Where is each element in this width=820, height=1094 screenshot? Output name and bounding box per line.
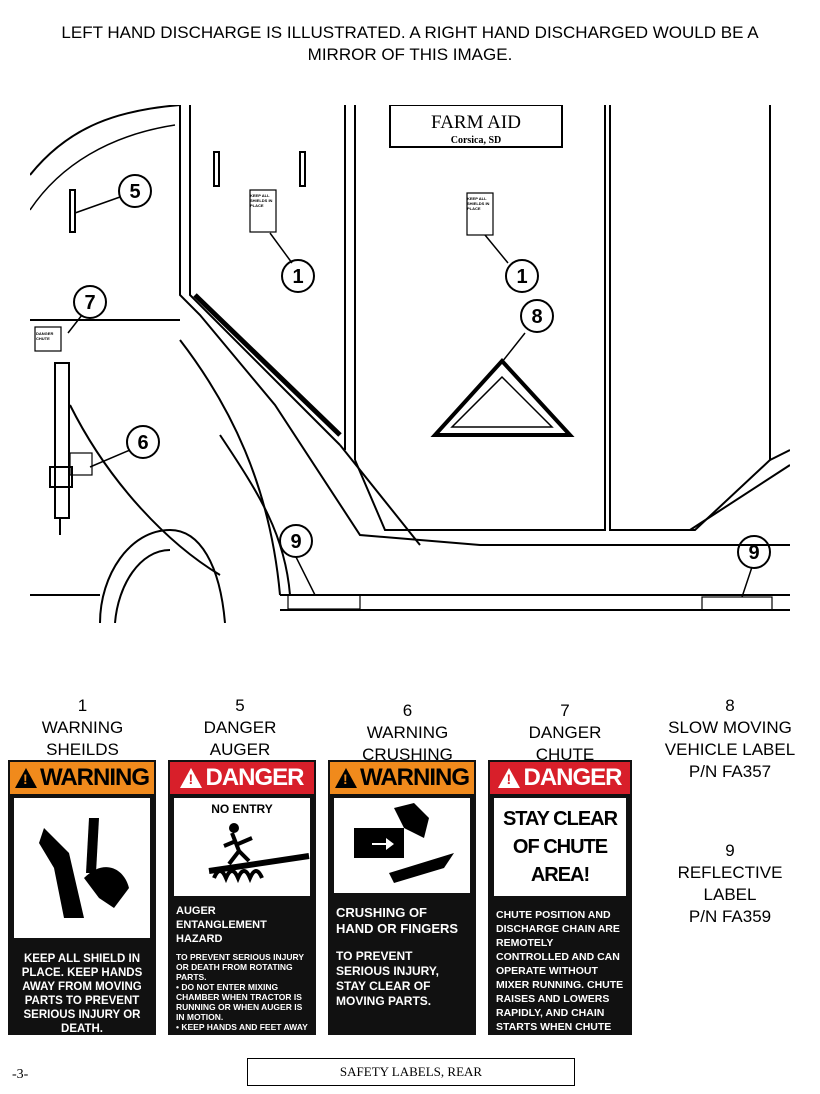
callout-7: 7 (84, 292, 95, 314)
card2-hazard: AUGER ENTANGLEMENT HAZARD (176, 905, 267, 945)
page-number: -3- (12, 1067, 29, 1082)
callout-1-right: 1 (516, 266, 527, 288)
crushing-hand-icon (354, 803, 454, 883)
card3-title: CRUSHING OF HAND OR FINGERS (336, 905, 459, 936)
card1-pictogram (14, 798, 150, 938)
card4-header: !DANGER (490, 762, 630, 794)
card3-pictogram (334, 798, 470, 893)
brand-name: FARM AID (431, 112, 521, 133)
card2-body: TO PREVENT SERIOUS INJURY OR DEATH FROM … (176, 952, 308, 1033)
chute-label-small: DANGER CHUTE (36, 331, 53, 341)
callout-5: 5 (129, 181, 140, 203)
shield-label-right: KEEP ALL SHIELDS IN PLACE (467, 196, 489, 211)
header-line-1: LEFT HAND DISCHARGE IS ILLUSTRATED. A RI… (61, 23, 759, 42)
shield-label-left: KEEP ALL SHIELDS IN PLACE (250, 193, 272, 208)
callout-8: 8 (531, 306, 542, 328)
alert-icon: ! (498, 768, 521, 788)
card4-text: CHUTE POSITION AND DISCHARGE CHAIN ARE R… (496, 909, 624, 1033)
alert-icon: ! (335, 768, 357, 788)
alert-icon: ! (180, 768, 203, 788)
hand-entanglement-icon (39, 818, 129, 918)
footer-title: SAFETY LABELS, REAR (247, 1058, 575, 1086)
card-danger-chute: !DANGER STAY CLEAR OF CHUTE AREA! CHUTE … (488, 760, 632, 1035)
card-danger-auger: !DANGER NO ENTRY AUGER ENTANGLEMENT HAZA… (168, 760, 316, 1035)
card2-header: !DANGER (170, 762, 314, 794)
callout-6: 6 (137, 432, 148, 454)
card4-title: STAY CLEAR OF CHUTE AREA! (494, 798, 626, 896)
card-warning-shields: !WARNING KEEP ALL SHIELD IN PLACE. KEEP … (8, 760, 156, 1035)
card1-header: !WARNING (10, 762, 154, 794)
alert-icon: ! (15, 768, 37, 788)
header-line-2: MIRROR OF THIS IMAGE. (307, 45, 513, 64)
callout-9-right: 9 (748, 542, 759, 564)
page-header: LEFT HAND DISCHARGE IS ILLUSTRATED. A RI… (20, 22, 800, 66)
card2-pictogram: NO ENTRY (174, 798, 310, 896)
card-warning-crushing: !WARNING CRUSHING OF HAND OR FINGERS TO … (328, 760, 476, 1035)
card1-text: KEEP ALL SHIELD IN PLACE. KEEP HANDS AWA… (21, 953, 143, 1035)
callout-1-left: 1 (292, 266, 303, 288)
brand-location: Corsica, SD (451, 135, 502, 146)
card3-header: !WARNING (330, 762, 474, 794)
mixer-rear-drawing: 5 1 1 8 7 6 9 9 FARM AID Corsica, SD KEE… (30, 105, 790, 623)
callout-9-left: 9 (290, 531, 301, 553)
card2-no-entry: NO ENTRY (211, 802, 273, 816)
auger-icon (208, 823, 310, 884)
card3-text: TO PREVENT SERIOUS INJURY, STAY CLEAR OF… (336, 949, 439, 1008)
